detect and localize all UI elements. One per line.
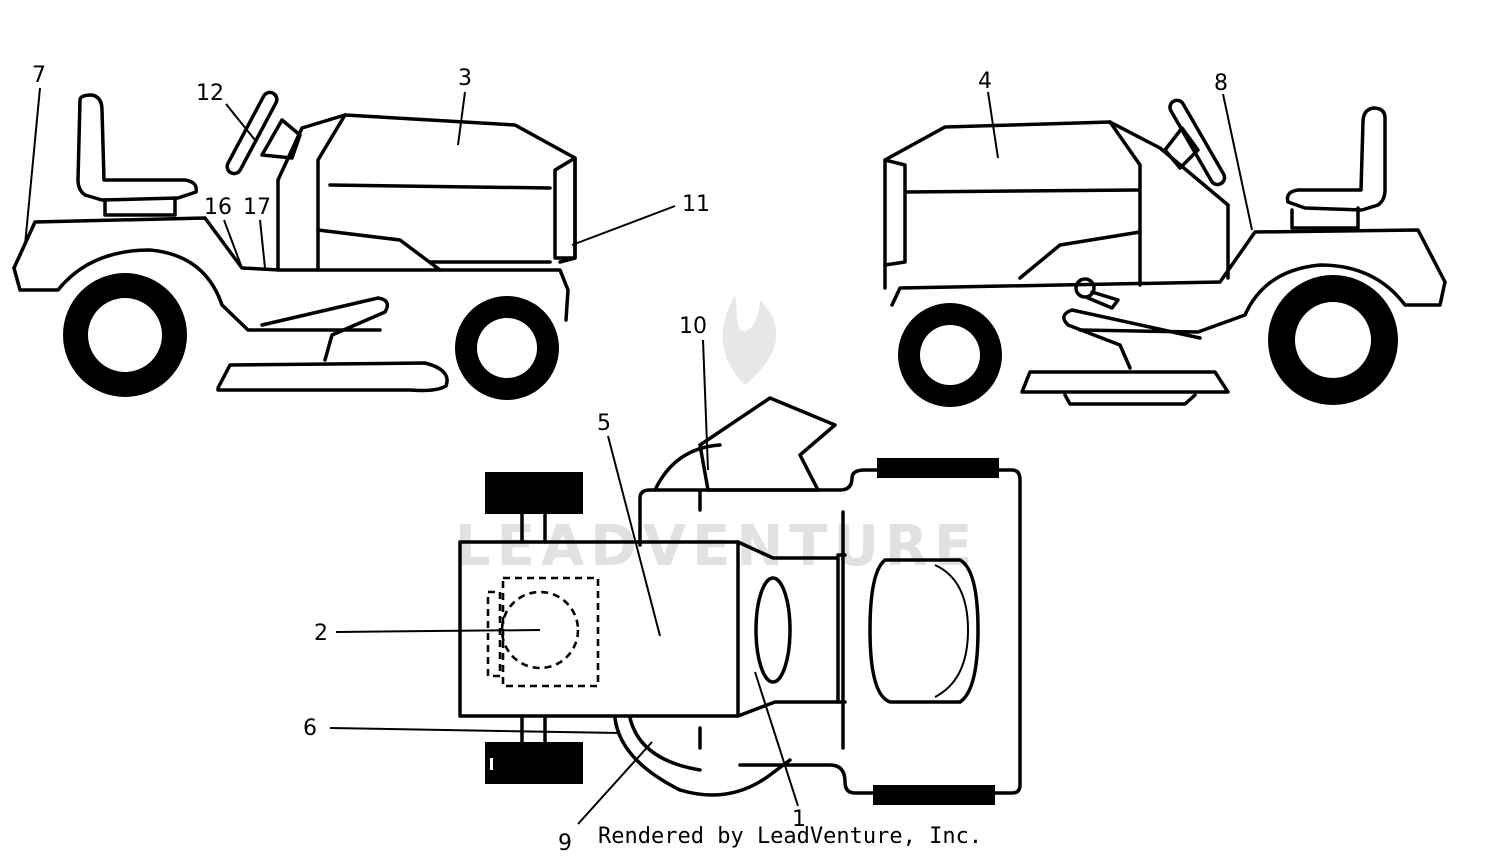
hood-line-right	[903, 188, 1140, 194]
hood-bulge-inner	[934, 564, 970, 698]
rear-axles	[520, 512, 547, 744]
steering-taper	[736, 540, 840, 718]
seat-base-left	[103, 196, 177, 217]
steering-column-left	[260, 118, 302, 160]
callout-17: 17	[243, 195, 271, 220]
deck-top-edge	[653, 443, 722, 492]
deck-inner-edge	[628, 716, 702, 772]
callout-3: 3	[458, 66, 472, 91]
callout-2: 2	[314, 621, 328, 646]
rear-hub-left	[88, 298, 162, 372]
dash-left	[276, 113, 577, 272]
hood-edge-left	[316, 113, 347, 272]
steering-wheel-top	[754, 576, 792, 684]
seat-left	[76, 93, 199, 202]
fender-lower-left	[12, 248, 382, 332]
mower-deck-right	[1020, 370, 1230, 394]
callout-6: 6	[303, 716, 317, 741]
front-hub-right	[920, 325, 980, 385]
watermark: LEADVENTURE	[455, 295, 978, 579]
rear-hub-right	[1295, 302, 1371, 378]
side-panel-right	[1018, 230, 1142, 280]
callout-9: 9	[558, 831, 572, 856]
steering-wheel-right	[1168, 98, 1227, 187]
flame-logo-icon	[722, 295, 777, 385]
rear-tire-top	[485, 472, 583, 514]
callout-5: 5	[597, 411, 611, 436]
deck-skirt-right	[1063, 393, 1197, 406]
rear-body-top	[458, 540, 740, 718]
callout-1: 1	[792, 807, 806, 832]
callout-labels: 7 12 3 16 17 11 4 8 10 5 2 6 9 1	[32, 63, 1228, 856]
front-tire-bottom	[873, 785, 995, 805]
side-panel-left	[316, 228, 442, 272]
tire-mark	[490, 758, 493, 770]
tractor-left-side-view	[12, 90, 577, 400]
rear-fender-left	[12, 216, 570, 322]
front-tire-top	[877, 458, 999, 478]
grille-left	[553, 156, 577, 260]
control-lever-right	[1086, 290, 1120, 310]
seat-base-right	[1290, 206, 1360, 230]
fender-lower-right	[1078, 263, 1447, 334]
footrest-right	[1062, 308, 1202, 370]
deck-bottom-edge	[613, 716, 792, 797]
hood-right	[883, 120, 1230, 290]
control-knob-right	[1074, 277, 1096, 299]
callout-8: 8	[1214, 71, 1228, 96]
callout-16: 16	[204, 195, 232, 220]
seat-outline-dashed	[486, 576, 600, 688]
rear-tire-bottom	[485, 742, 583, 784]
leader-lines	[24, 87, 1253, 825]
front-hub-left	[477, 318, 537, 378]
callout-10: 10	[679, 314, 707, 339]
hood-edge-right	[1108, 120, 1142, 287]
steering-wheel-left	[225, 90, 279, 176]
render-credit: Rendered by LeadVenture, Inc.	[598, 824, 983, 849]
tractor-top-view	[458, 396, 1022, 805]
grille-right	[883, 158, 907, 267]
rear-fender-right	[890, 228, 1447, 307]
mower-deck-left	[216, 361, 449, 393]
watermark-text: LEADVENTURE	[455, 514, 978, 579]
hood-line-left	[328, 183, 552, 190]
callout-4: 4	[978, 69, 992, 94]
callout-7: 7	[32, 63, 46, 88]
footrest-left	[260, 296, 390, 362]
seat-right	[1285, 106, 1387, 212]
tractor-right-side-view	[883, 98, 1447, 407]
body-outline-top	[638, 468, 1022, 795]
hood-bulge-top	[868, 558, 980, 704]
seat-circle-dashed	[500, 590, 580, 670]
callout-11: 11	[682, 192, 710, 217]
callout-12: 12	[196, 81, 224, 106]
